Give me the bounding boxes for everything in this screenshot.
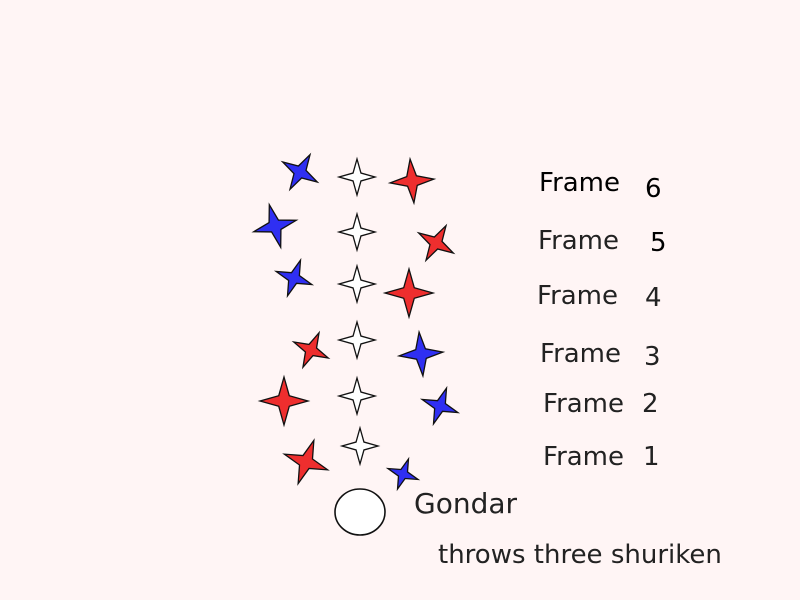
frame-3-label: Frame xyxy=(540,339,622,369)
frame-1-number: 1 xyxy=(643,442,660,472)
shuriken-group xyxy=(251,152,461,492)
frame-2-number: 2 xyxy=(642,389,659,419)
frame-5-label: Frame xyxy=(538,226,620,256)
frame-3-center-shuriken-icon xyxy=(336,319,378,361)
frame-4-center-shuriken-icon xyxy=(336,263,378,305)
frame-1-left-shuriken-icon xyxy=(282,438,330,486)
frame-6-center-shuriken-icon xyxy=(336,156,378,198)
frame-3-left-shuriken-icon xyxy=(291,330,331,370)
frame-5-left-shuriken-icon xyxy=(251,202,299,250)
frame-3-number: 3 xyxy=(644,342,661,372)
frame-2-right-shuriken-icon xyxy=(419,385,461,427)
frame-5-right-shuriken-icon xyxy=(416,223,456,263)
frame-4-number: 4 xyxy=(645,283,662,313)
frame-6-left-shuriken-icon xyxy=(280,152,320,192)
frame-4-right-shuriken-icon xyxy=(382,266,436,320)
frame-6-label: Frame xyxy=(539,168,621,198)
frame-2-label: Frame xyxy=(543,389,625,419)
frame-1-label: Frame xyxy=(543,442,625,472)
frame-2-center-shuriken-icon xyxy=(336,375,378,417)
frame-6-right-shuriken-icon xyxy=(387,156,437,206)
frame-2-left-shuriken-icon xyxy=(257,374,311,428)
frame-5-number: 5 xyxy=(650,228,667,258)
frame-5-center-shuriken-icon xyxy=(336,211,378,253)
frame-4-left-shuriken-icon xyxy=(273,257,315,299)
frame-1-right-shuriken-icon xyxy=(385,456,421,492)
character-name: Gondar xyxy=(414,487,518,520)
frame-1-center-shuriken-icon xyxy=(339,425,381,467)
character-action: throws three shuriken xyxy=(438,540,722,570)
frame-3-right-shuriken-icon xyxy=(396,329,446,379)
frame-4-label: Frame xyxy=(537,281,619,311)
frame-6-number: 6 xyxy=(645,174,662,204)
gondar-circle-icon xyxy=(334,488,386,536)
